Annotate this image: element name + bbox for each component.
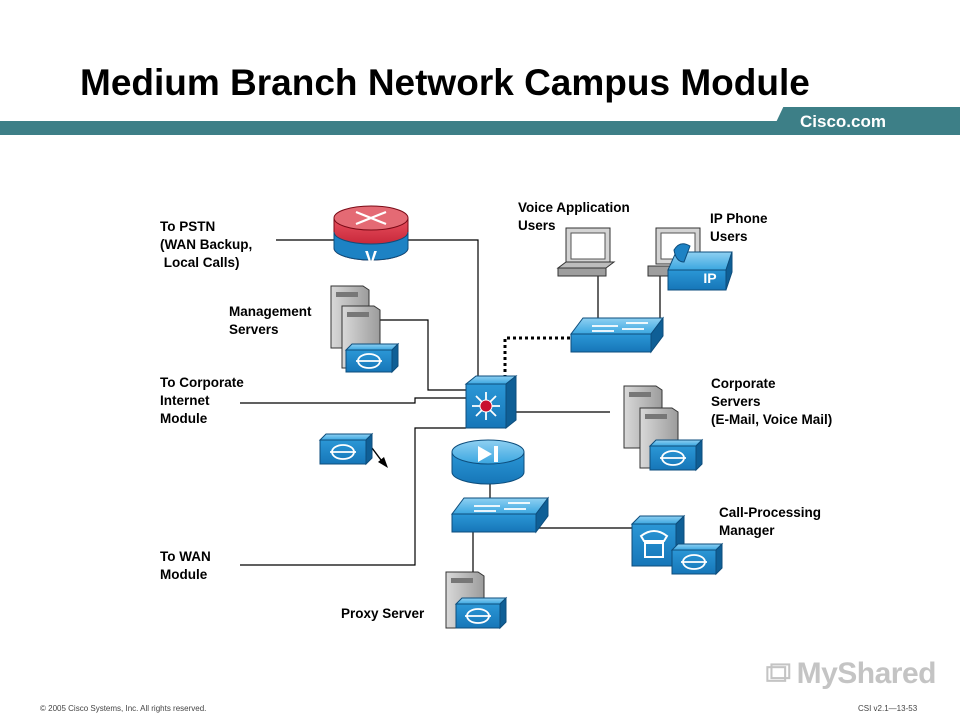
user-switch-icon xyxy=(570,316,664,354)
management-servers-icon xyxy=(330,285,400,374)
access-switch-icon xyxy=(451,496,549,534)
label-to-wan: To WAN Module xyxy=(160,549,211,582)
link-wan-core xyxy=(240,427,466,566)
internet-ids-icon xyxy=(318,432,374,466)
ips-device-icon xyxy=(451,439,525,485)
proxy-server-icon xyxy=(445,571,508,630)
voice-router-icon: V xyxy=(333,205,409,268)
watermark-logo-icon xyxy=(766,663,791,682)
watermark: MyShared xyxy=(766,656,937,692)
label-corporate-servers: Corporate Servers (E-Mail, Voice Mail) xyxy=(711,376,833,427)
page-title: Medium Branch Network Campus Module xyxy=(80,62,810,103)
voice-app-pc-icon xyxy=(556,227,616,277)
link-management-core xyxy=(370,319,466,391)
trunk-dotted-link xyxy=(503,336,573,378)
label-to-corporate-internet: To Corporate Internet Module xyxy=(160,375,244,426)
label-voice-application-users: Voice Application Users xyxy=(518,200,630,233)
watermark-text: MyShared xyxy=(796,657,937,690)
label-ip-phone-users: IP Phone Users xyxy=(710,211,768,244)
connection-lines xyxy=(240,239,661,578)
label-management-servers: Management Servers xyxy=(229,304,312,337)
corporate-servers-icon xyxy=(623,385,704,472)
internet-arrowhead xyxy=(378,457,388,468)
ip-phone-icon: IP xyxy=(667,243,733,291)
label-to-pstn: To PSTN (WAN Backup, Local Calls) xyxy=(160,219,253,270)
header-tab xyxy=(770,107,960,135)
header-band xyxy=(0,121,960,135)
brand-logo-text[interactable]: Cisco.com xyxy=(800,112,886,131)
router-glyph: V xyxy=(365,248,377,268)
call-manager-icon xyxy=(630,514,724,576)
phone-glyph: IP xyxy=(703,270,716,286)
label-call-processing-manager: Call-Processing Manager xyxy=(719,505,822,538)
core-multilayer-switch-icon xyxy=(464,374,518,430)
link-internet-core xyxy=(240,397,466,404)
footer-slide-number: CSI v2.1—13-53 xyxy=(858,704,918,713)
footer-copyright: © 2005 Cisco Systems, Inc. All rights re… xyxy=(40,704,207,713)
label-proxy-server: Proxy Server xyxy=(341,606,425,621)
